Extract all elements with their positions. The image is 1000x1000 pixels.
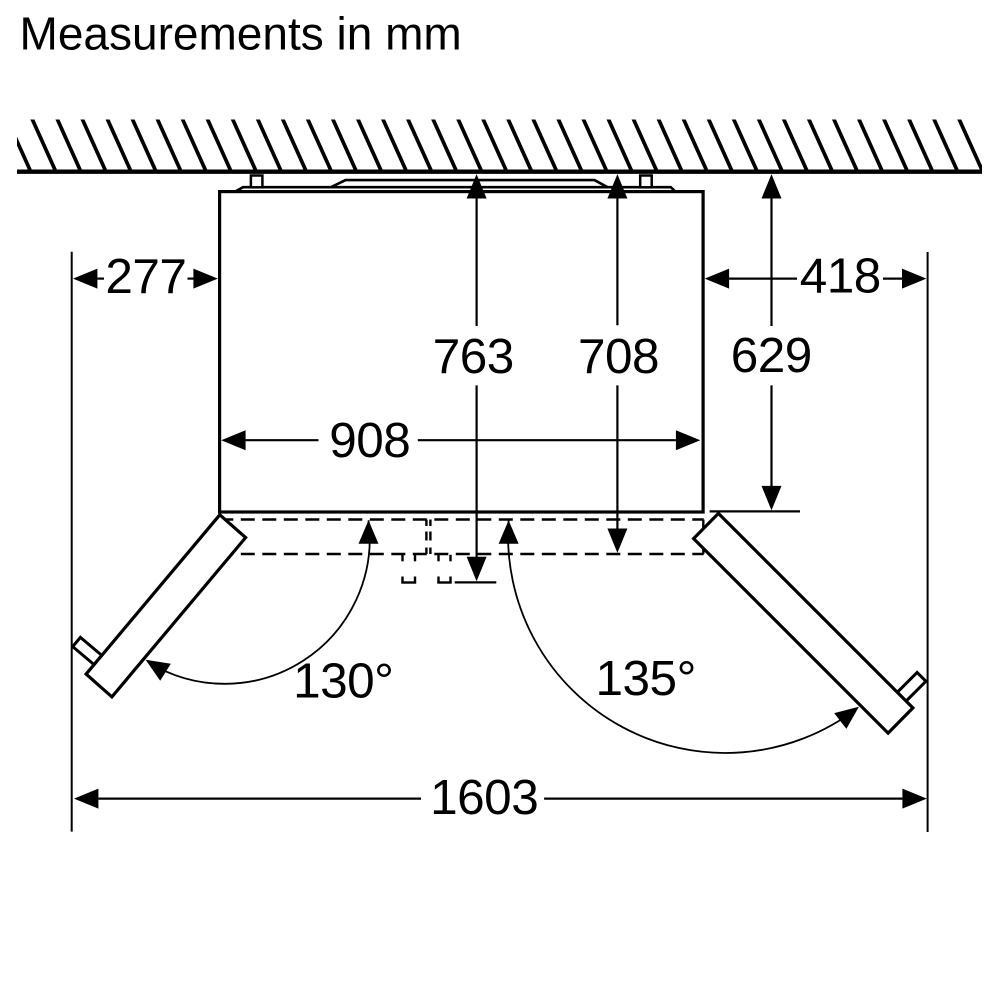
svg-text:277: 277 — [105, 249, 186, 304]
svg-text:629: 629 — [731, 328, 812, 383]
svg-text:1603: 1603 — [430, 770, 538, 825]
svg-text:Measurements in mm: Measurements in mm — [20, 8, 462, 60]
svg-text:130°: 130° — [293, 654, 393, 709]
svg-text:908: 908 — [329, 413, 410, 468]
svg-text:418: 418 — [800, 249, 881, 304]
svg-text:763: 763 — [433, 329, 514, 384]
svg-text:708: 708 — [578, 329, 659, 384]
svg-text:135°: 135° — [596, 651, 696, 706]
